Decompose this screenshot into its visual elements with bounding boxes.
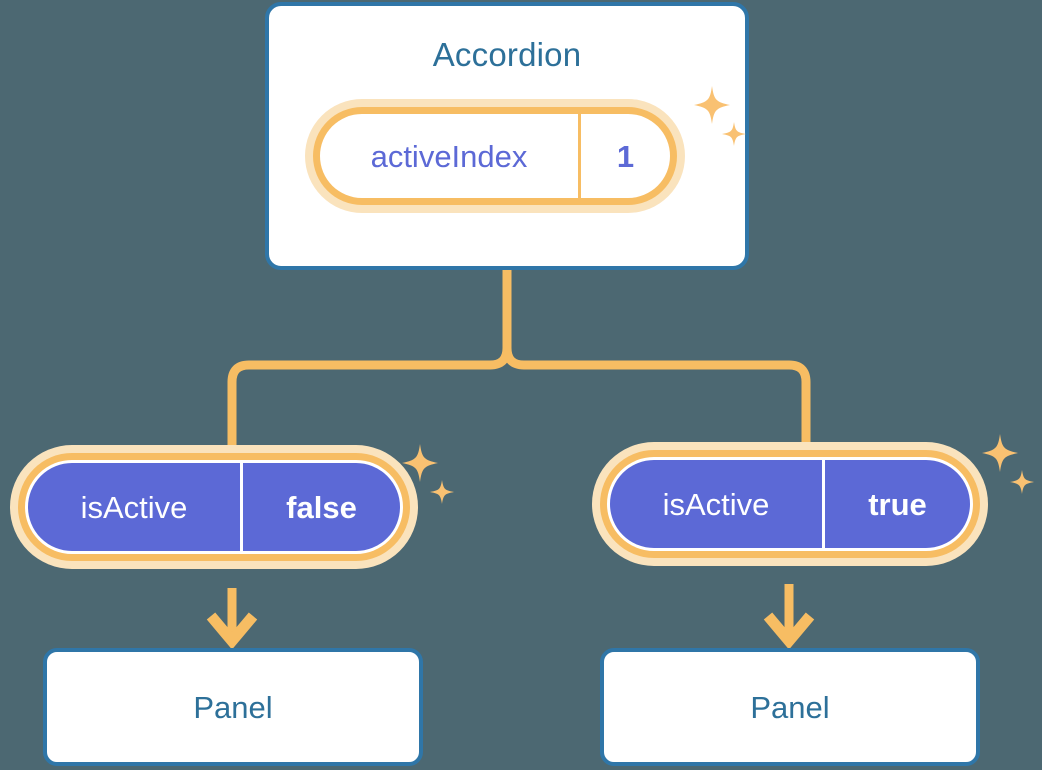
pill-value-label: false: [240, 463, 400, 551]
connector-branch-right: [502, 347, 811, 452]
pill-key-label: isActive: [662, 486, 770, 522]
panel-box-right[interactable]: Panel: [600, 648, 980, 766]
pill-value-label: true: [822, 460, 970, 548]
pill-inner: isActive false: [25, 460, 403, 554]
pill-body[interactable]: activeIndex 1: [313, 107, 677, 205]
arrow-down-icon-left: [206, 588, 258, 650]
prop-pill-activeindex[interactable]: activeIndex 1: [313, 107, 677, 205]
prop-pill-isactive-false[interactable]: isActive false: [18, 453, 410, 561]
pill-body[interactable]: isActive true: [600, 450, 980, 558]
page-title: Accordion: [432, 36, 582, 73]
pill-key-label: activeIndex: [370, 138, 528, 174]
pill-inner: isActive true: [607, 457, 973, 551]
pill-value-label: 1: [578, 114, 670, 198]
sparkles-icon-right: [978, 432, 1040, 504]
pill-body[interactable]: isActive false: [18, 453, 410, 561]
sparkle-star-small: [430, 480, 454, 504]
prop-pill-isactive-true[interactable]: isActive true: [600, 450, 980, 558]
connector-branch-left: [227, 347, 512, 455]
arrow-down-icon-right: [763, 584, 815, 650]
sparkle-star-large: [982, 434, 1018, 472]
panel-box-left[interactable]: Panel: [43, 648, 423, 766]
sparkle-star-small: [1010, 470, 1034, 494]
pill-key-label: isActive: [80, 489, 188, 525]
panel-label: Panel: [193, 689, 273, 725]
panel-label: Panel: [750, 689, 830, 725]
pill-inner: activeIndex 1: [320, 114, 670, 198]
